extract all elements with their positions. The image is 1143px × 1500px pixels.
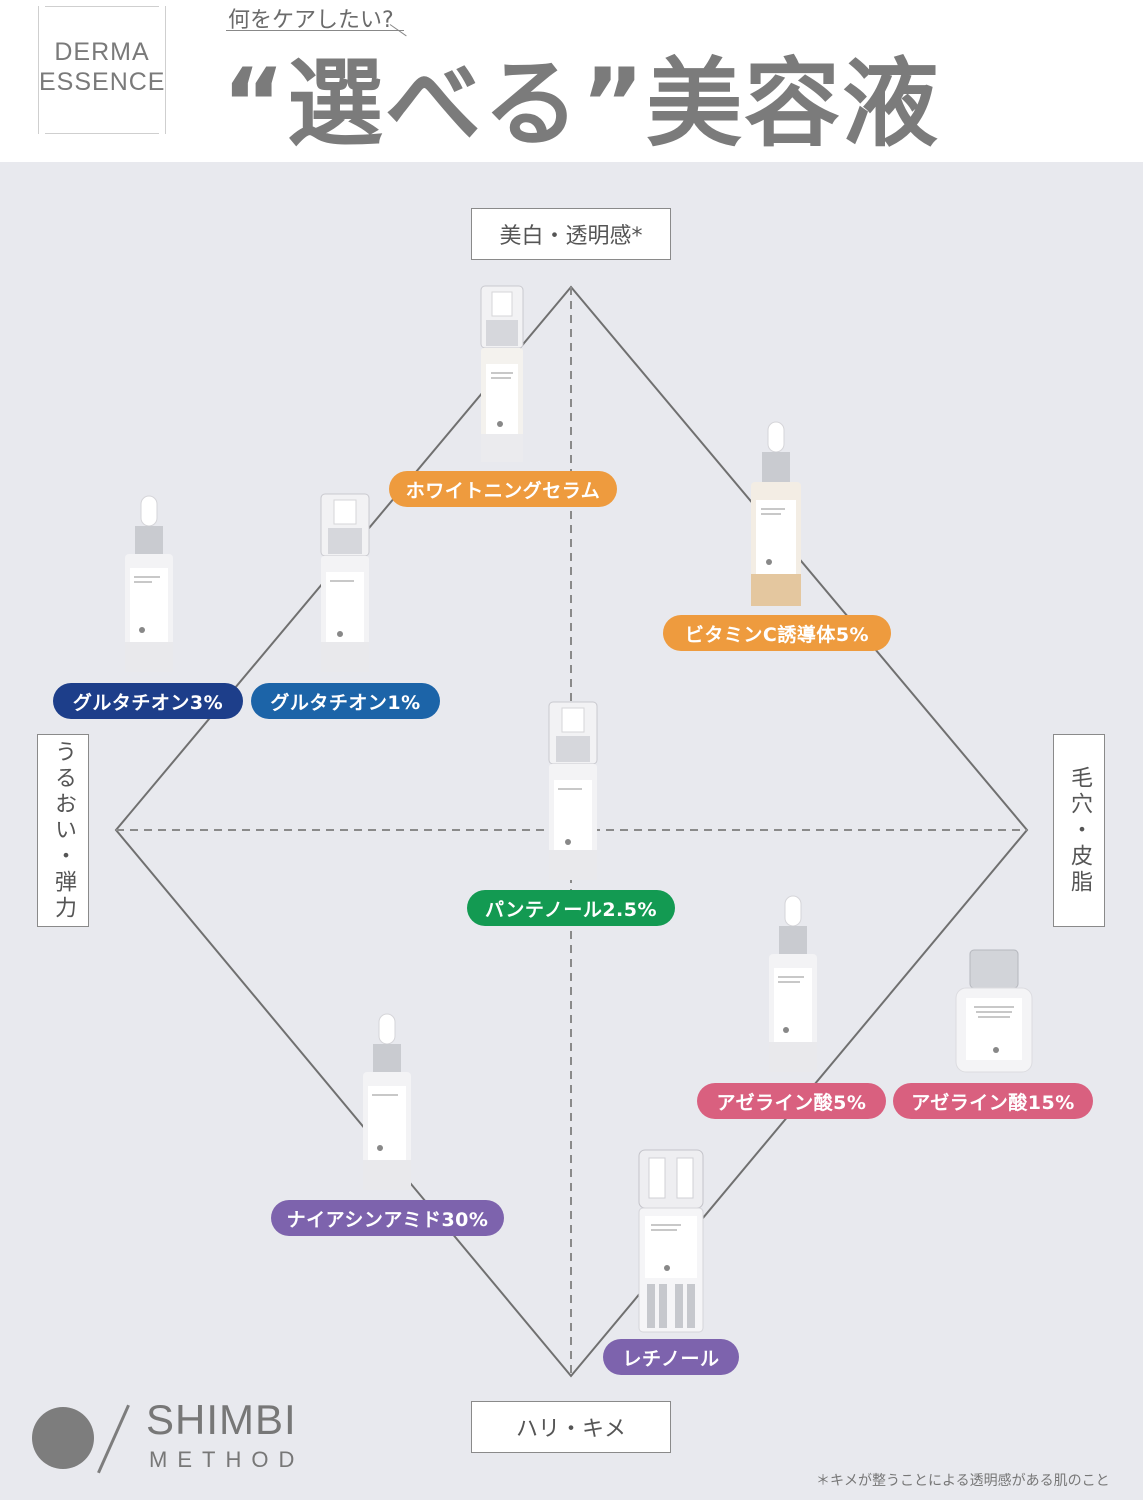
product-pill-glutathione-3[interactable]: グルタチオン3% — [53, 683, 243, 719]
vitamin-c-bottle-image — [748, 420, 804, 610]
footnote: ＊キメが整うことによる透明感がある肌のこと — [816, 1473, 1110, 1489]
retinol-bottle-image — [637, 1148, 705, 1334]
header: DERMA ESSENCE 何をケアしたい? “選べる”美容液 — [0, 0, 1143, 162]
logo-name: SHIMBI — [146, 1396, 297, 1443]
subtitle-underline — [226, 30, 404, 31]
product-pill-retinol[interactable]: レチノール — [603, 1339, 739, 1375]
product-pill-azelaic-15[interactable]: アゼライン酸15% — [893, 1083, 1093, 1119]
product-pill-panthenol-2-5[interactable]: パンテノール2.5% — [467, 890, 675, 926]
whitening-serum-bottle-image — [474, 284, 530, 466]
axis-label-left: うるおい・弾力 — [37, 734, 89, 927]
axis-label-top: 美白・透明感* — [471, 208, 671, 260]
brand-line-2: ESSENCE — [39, 68, 166, 96]
glutathione-3-bottle-image — [122, 494, 176, 674]
page-title: “選べる”美容液 — [222, 48, 941, 160]
brand-box: DERMA ESSENCE — [38, 6, 166, 134]
product-pill-azelaic-5[interactable]: アゼライン酸5% — [697, 1083, 886, 1119]
subtitle: 何をケアしたい? — [228, 8, 394, 33]
niacinamide-bottle-image — [360, 1012, 414, 1192]
product-pill-glutathione-1[interactable]: グルタチオン1% — [251, 683, 440, 719]
glutathione-1-bottle-image — [318, 492, 372, 676]
logo-subtitle: METHOD — [149, 1447, 305, 1472]
panthenol-bottle-image — [546, 700, 600, 884]
product-pill-whitening-serum[interactable]: ホワイトニングセラム — [389, 471, 617, 507]
axis-label-bottom: ハリ・キメ — [471, 1401, 671, 1453]
product-pill-niacinamide-30[interactable]: ナイアシンアミド30% — [271, 1200, 504, 1236]
brand-line-1: DERMA — [54, 38, 150, 66]
azelaic-15-bottle-image — [954, 948, 1034, 1074]
product-pill-vitamin-c-5[interactable]: ビタミンC誘導体5% — [663, 615, 891, 651]
axis-label-right: 毛穴・皮脂 — [1053, 734, 1105, 927]
azelaic-5-bottle-image — [766, 894, 820, 1074]
logo-circle-icon — [32, 1407, 94, 1469]
